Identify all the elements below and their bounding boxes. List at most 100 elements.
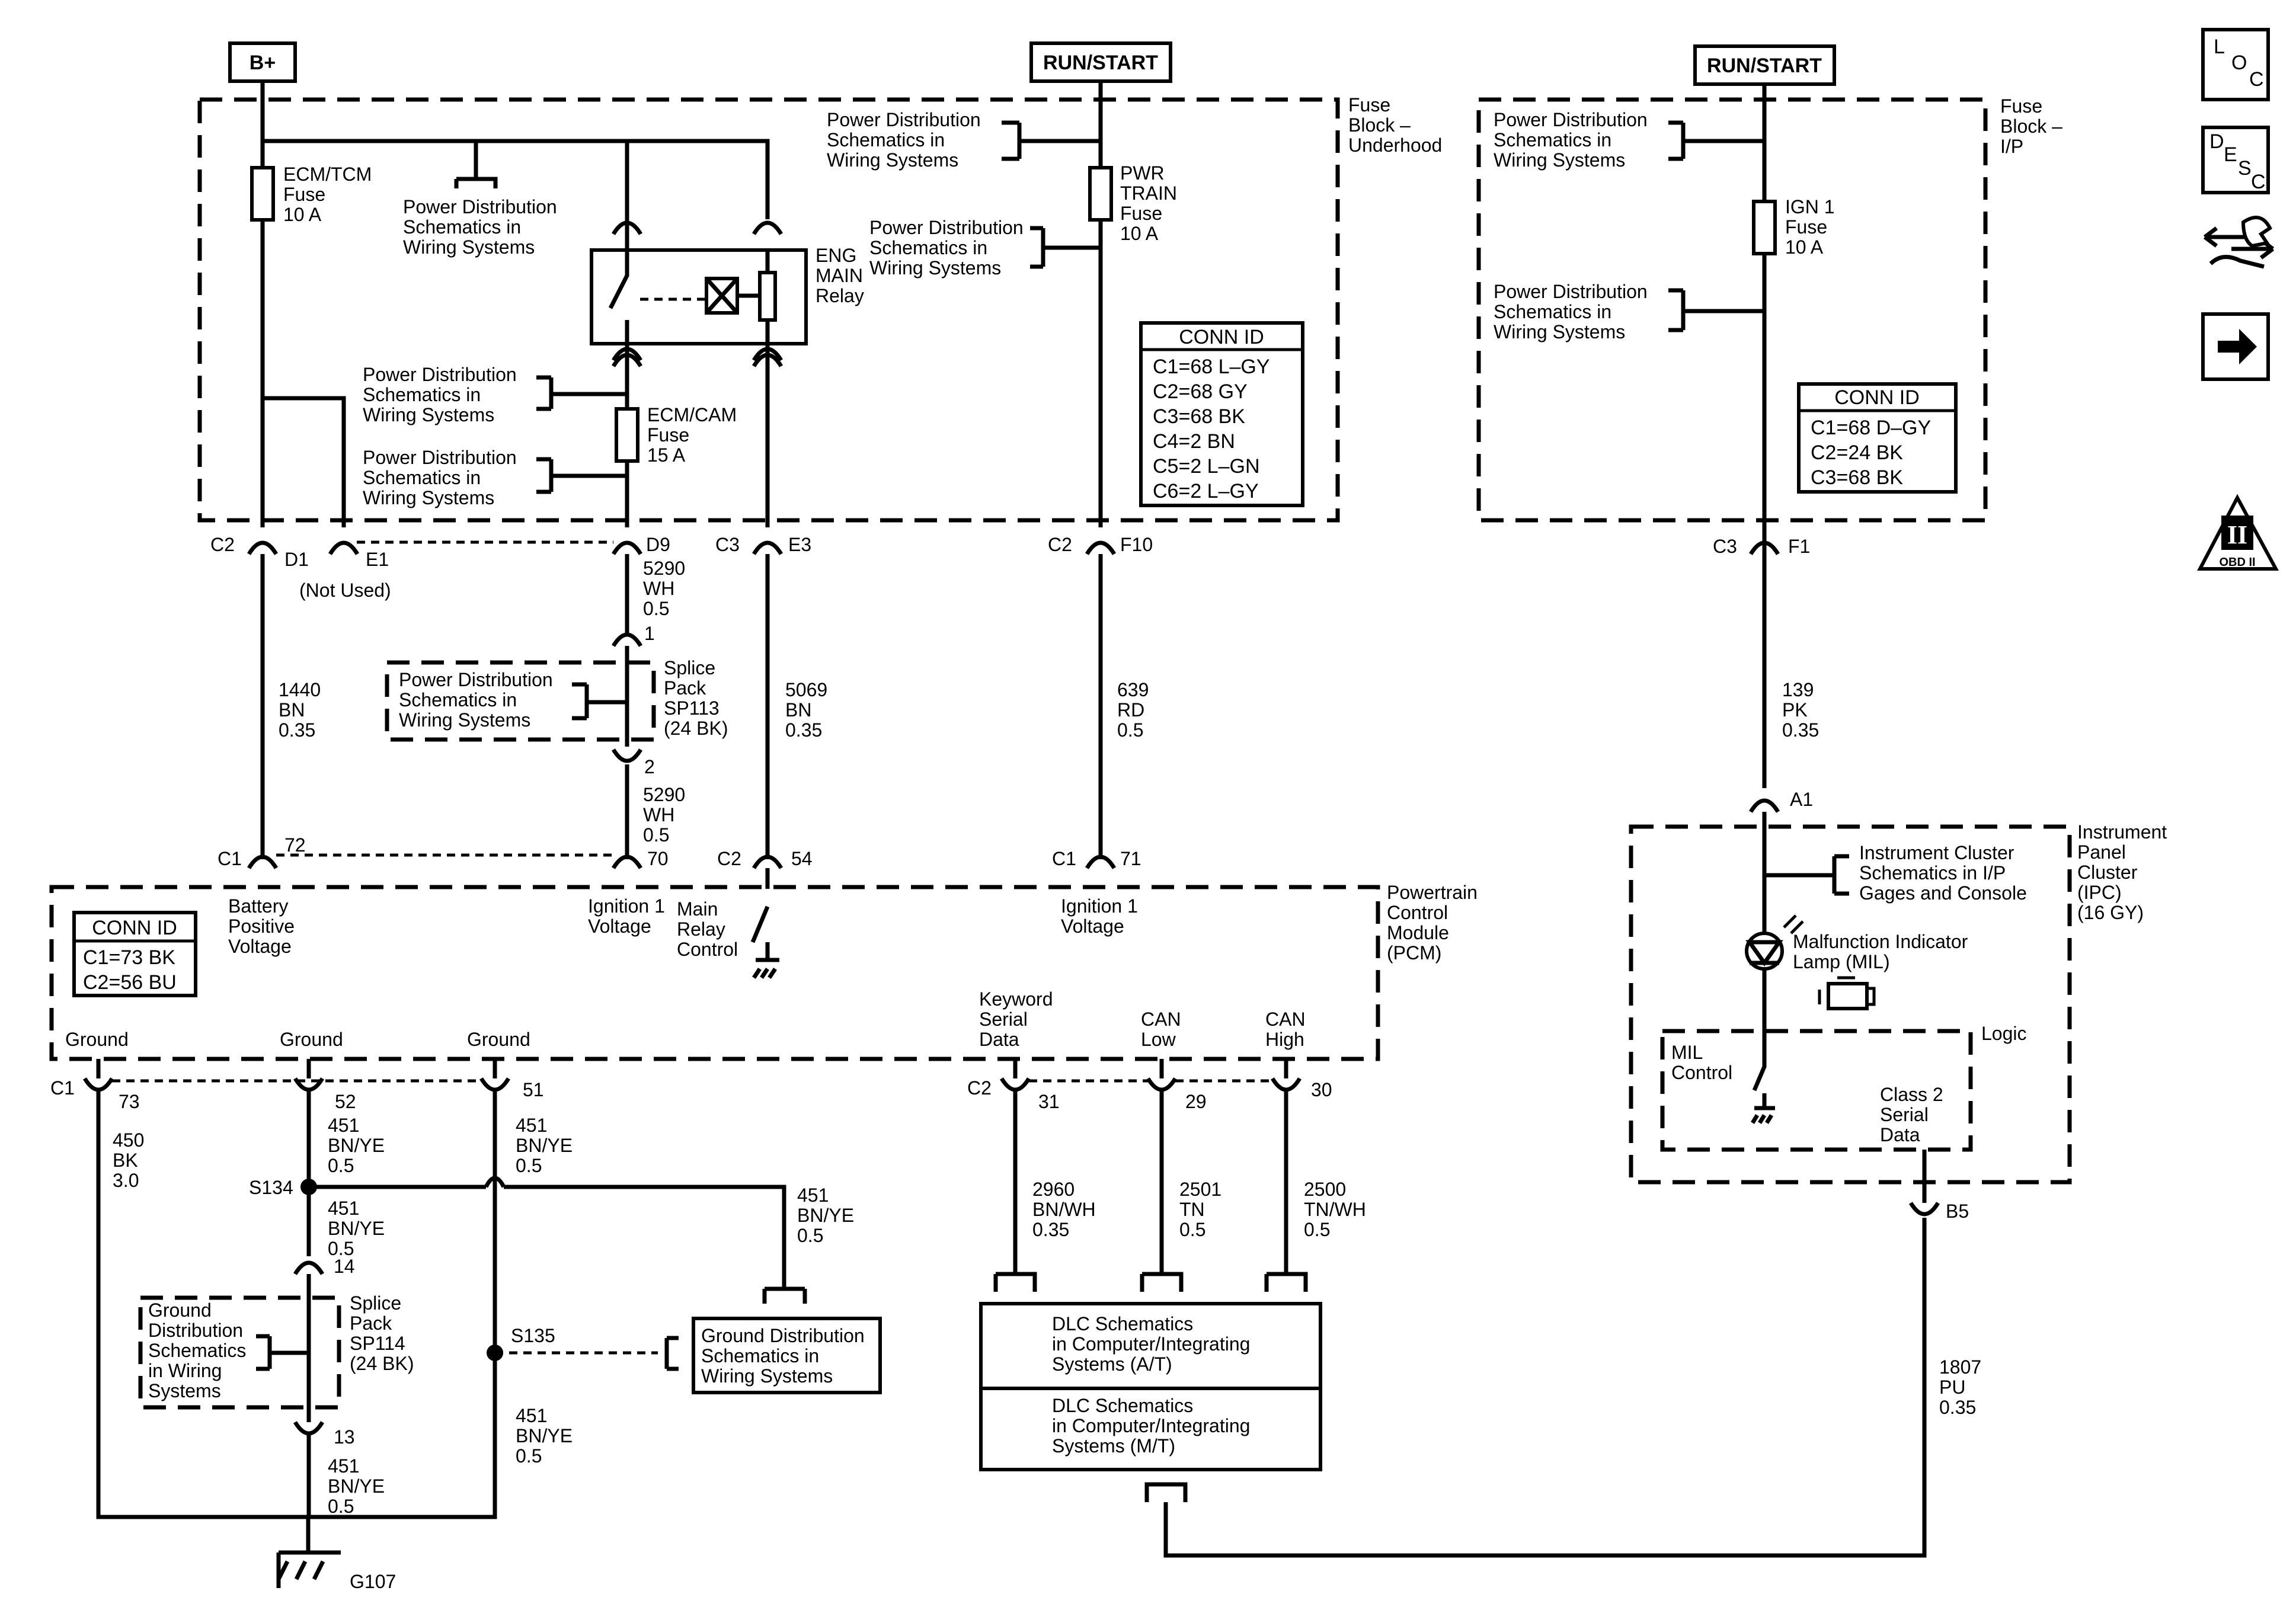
conn-id-table-pcm: CONN ID C1=73 BK C2=56 BU <box>72 911 197 997</box>
dlc-at-ref: DLC Schematics in Computer/Integrating S… <box>1052 1313 1255 1375</box>
svg-text:C2=68 GY: C2=68 GY <box>1153 380 1248 403</box>
obd-ii-icon: II OBD II <box>2197 494 2279 571</box>
power-dist-ref-4: Power Distribution Schematics in Wiring … <box>827 109 986 171</box>
wire-451-e: 451 BN/YE 0.5 <box>328 1455 390 1517</box>
svg-text:B+: B+ <box>250 52 276 74</box>
svg-text:CONN ID: CONN ID <box>1179 326 1264 348</box>
svg-text:D9: D9 <box>646 534 670 555</box>
wire-451-d: 451 BN/YE 0.5 <box>797 1185 859 1246</box>
mil-led-icon <box>1745 914 1804 971</box>
eng-main-relay-label: ENG MAIN Relay <box>816 245 868 306</box>
svg-text:O: O <box>2231 52 2247 74</box>
svg-text:72: 72 <box>284 834 306 856</box>
c3-ip-label: C3 <box>1713 536 1737 557</box>
fuse-block-underhood-outline <box>197 97 1340 523</box>
inst-cluster-ref: Instrument Cluster Schematics in I/P Gag… <box>1859 842 2027 904</box>
svg-text:CONN ID: CONN ID <box>1834 386 1920 409</box>
svg-text:71: 71 <box>1120 848 1141 869</box>
class-2-serial-data-label: Class 2 Serial Data <box>1880 1084 1949 1145</box>
pcm-ground-3: Ground <box>467 1029 530 1050</box>
svg-text:C4=2 BN: C4=2 BN <box>1153 430 1235 453</box>
ecm-tcm-fuse <box>250 166 275 222</box>
run-start-source-left: RUN/START <box>1029 41 1172 83</box>
svg-text:D1: D1 <box>284 549 309 570</box>
dlc-box: DLC Schematics in Computer/Integrating S… <box>979 1302 1322 1471</box>
wire-451-f: 451 BN/YE 0.5 <box>516 1405 578 1467</box>
svg-text:73: 73 <box>119 1091 140 1112</box>
svg-text:2: 2 <box>644 756 655 777</box>
wire-5069: 5069 BN 0.35 <box>785 679 833 741</box>
ign-1-fuse <box>1752 200 1777 255</box>
svg-text:RUN/START: RUN/START <box>1707 55 1822 77</box>
ecm-cam-fuse-label: ECM/CAM Fuse 15 A <box>647 404 742 466</box>
svg-text:C1=68 L–GY: C1=68 L–GY <box>1153 356 1270 378</box>
loc-icon[interactable]: L O C <box>2201 28 2270 101</box>
pcm-label: Powertrain Control Module (PCM) <box>1387 882 1483 964</box>
underhood-connectors: C2 D1 E1 D9 C3 E3 C2 F10 (Not Used) <box>210 534 1153 601</box>
s135-label: S135 <box>511 1325 555 1346</box>
b5-label: B5 <box>1946 1201 1969 1222</box>
svg-text:30: 30 <box>1311 1079 1332 1100</box>
svg-text:C2=24 BK: C2=24 BK <box>1811 441 1903 464</box>
svg-text:D: D <box>2209 130 2224 153</box>
svg-text:C2: C2 <box>717 848 741 869</box>
svg-text:L: L <box>2214 36 2225 58</box>
svg-text:13: 13 <box>334 1426 355 1448</box>
ign-1-fuse-label: IGN 1 Fuse 10 A <box>1785 196 1840 258</box>
ground-dist-ref-splice: Ground Distribution Schematics in Wiring… <box>148 1299 251 1401</box>
conn-id-table-underhood: CONN ID C1=68 L–GY C2=68 GY C3=68 BK C4=… <box>1139 321 1304 507</box>
g107-ground: G107 <box>276 1515 396 1592</box>
wire-139: 139 PK 0.35 <box>1782 679 1819 741</box>
dlc-mt-ref: DLC Schematics in Computer/Integrating S… <box>1052 1395 1255 1457</box>
pcm-can-high: CAN High <box>1265 1009 1310 1050</box>
svg-text:C2: C2 <box>210 534 235 555</box>
check-engine-icon <box>1818 976 1876 1010</box>
run-start-source-right: RUN/START <box>1693 44 1836 86</box>
mil-control-label: MIL Control <box>1671 1042 1732 1083</box>
pcm-bottom-connectors: C1 73 52 51 C2 31 29 30 <box>50 1077 1332 1112</box>
f1-label: F1 <box>1788 536 1810 557</box>
svg-text:RUN/START: RUN/START <box>1043 52 1158 74</box>
power-dist-ref-3: Power Distribution Schematics in Wiring … <box>363 447 522 508</box>
power-dist-ref-7: Power Distribution Schematics in Wiring … <box>1494 109 1653 171</box>
svg-text:C: C <box>2249 68 2264 91</box>
wire-1807: 1807 PU 0.35 <box>1939 1356 1987 1418</box>
pcm-outline <box>49 885 1380 1061</box>
ipc-logic-outline <box>1660 1029 1973 1152</box>
pwr-train-fuse-label: PWR TRAIN Fuse 10 A <box>1120 162 1182 244</box>
svg-text:C2: C2 <box>1048 534 1072 555</box>
pcm-ignition-1-voltage-b: Ignition 1 Voltage <box>1061 895 1143 937</box>
svg-text:S: S <box>2238 157 2252 180</box>
svg-text:E: E <box>2224 143 2237 166</box>
pcm-can-low: CAN Low <box>1141 1009 1186 1050</box>
desc-icon[interactable]: D E S C <box>2201 126 2270 194</box>
svg-text:F10: F10 <box>1120 534 1153 555</box>
next-arrow-icon[interactable] <box>2201 312 2270 381</box>
pcm-ground-2: Ground <box>280 1029 343 1050</box>
fuse-block-ip-outline <box>1476 97 1988 523</box>
svg-text:(Not Used): (Not Used) <box>299 580 391 601</box>
b-plus-source: B+ <box>228 41 297 83</box>
wire-451-b: 451 BN/YE 0.5 <box>516 1115 578 1176</box>
conn-id-table-ip: CONN ID C1=68 D–GY C2=24 BK C3=68 BK <box>1797 382 1958 494</box>
wire-1440: 1440 BN 0.35 <box>279 679 326 741</box>
wire-451-a: 451 BN/YE 0.5 <box>328 1115 390 1176</box>
pcm-top-connectors: C1 72 70 C2 54 C1 71 <box>218 834 1141 869</box>
svg-text:C1=68 D–GY: C1=68 D–GY <box>1811 417 1931 439</box>
svg-text:C: C <box>2251 171 2266 193</box>
a1-label: A1 <box>1790 789 1813 810</box>
svg-text:1: 1 <box>644 623 655 644</box>
svg-text:E1: E1 <box>366 549 389 570</box>
svg-text:C2: C2 <box>967 1077 992 1099</box>
svg-text:E3: E3 <box>788 534 811 555</box>
sp114-label: Splice Pack SP114 (24 BK) <box>350 1292 414 1374</box>
pcm-ignition-1-voltage-a: Ignition 1 Voltage <box>588 895 670 937</box>
wire-2960: 2960 BN/WH 0.35 <box>1032 1179 1101 1240</box>
svg-text:G107: G107 <box>350 1571 396 1592</box>
ipc-outline <box>1629 824 2072 1185</box>
mil-label: Malfunction Indicator Lamp (MIL) <box>1793 931 1973 972</box>
pcm-keyword-serial-data: Keyword Serial Data <box>979 988 1058 1050</box>
svg-text:CONN ID: CONN ID <box>92 917 177 939</box>
repair-icon[interactable] <box>2203 216 2275 269</box>
